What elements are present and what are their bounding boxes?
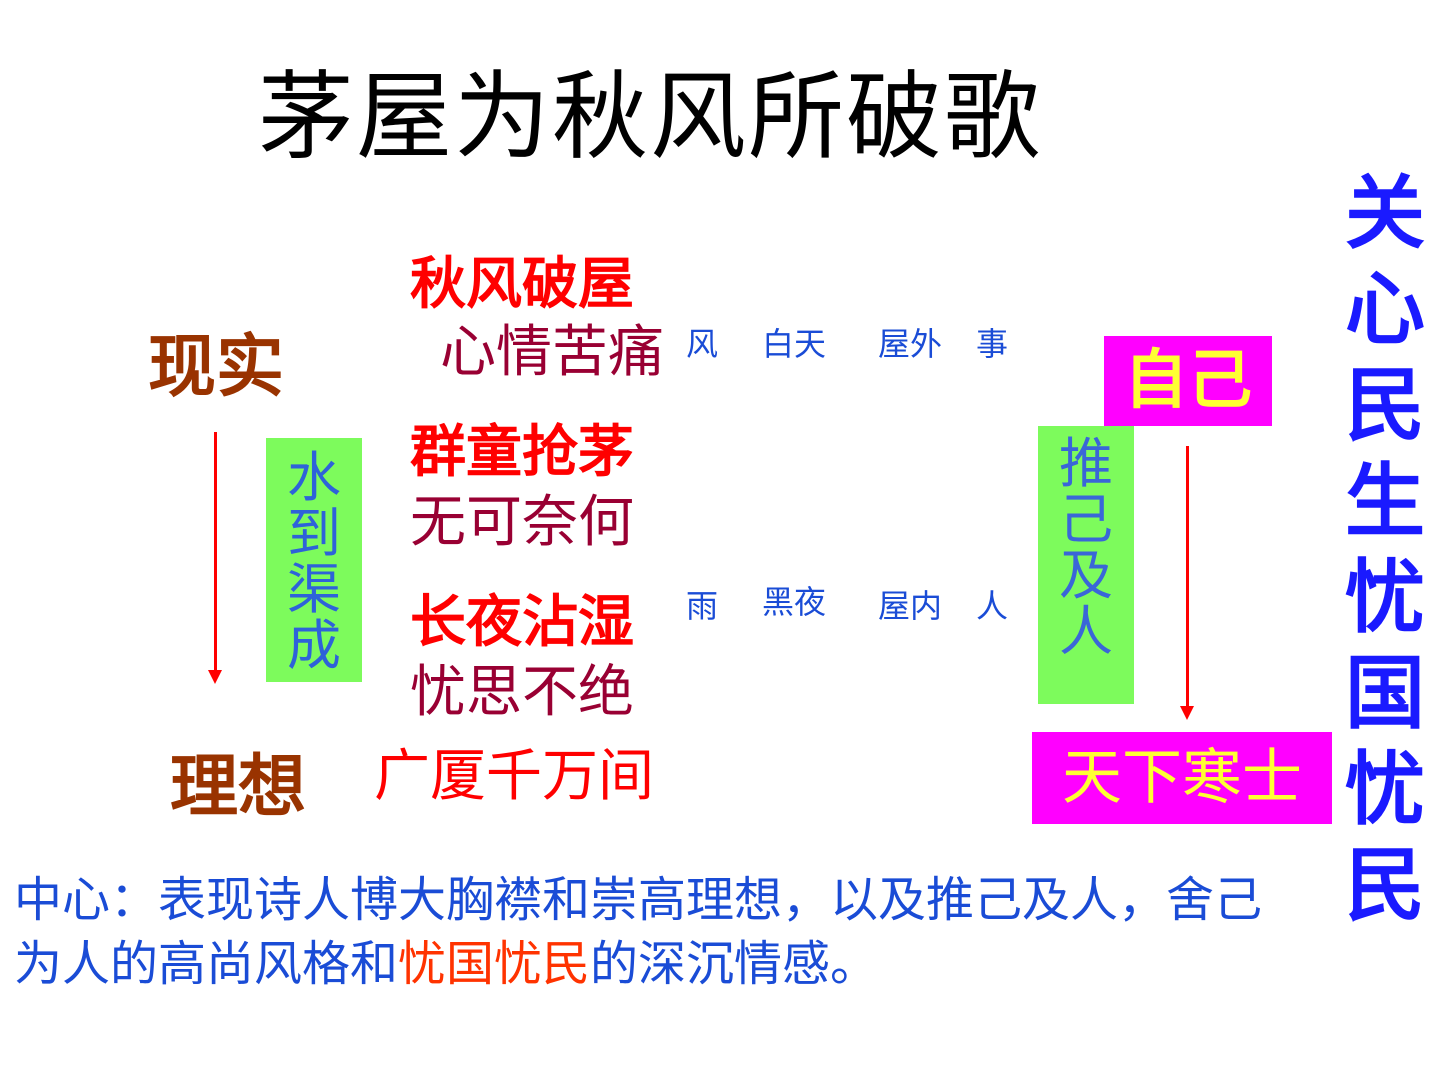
flow-char-3: 渠 xyxy=(287,558,341,621)
note-night: 黑夜 xyxy=(762,583,827,621)
flow-naturally-box: 水 到 渠 成 xyxy=(266,438,362,682)
flow-char-4: 成 xyxy=(287,614,341,677)
stanza-2-event: 群童抢茅 xyxy=(410,420,634,485)
stanza-2-feeling: 无可奈何 xyxy=(410,490,634,555)
right-vertical-text: 关 心 民 生 忧 国 忧 民 xyxy=(1340,166,1430,934)
stanza-3-event: 长夜沾湿 xyxy=(410,590,634,655)
note-matter: 事 xyxy=(976,325,1009,363)
right-char-1: 关 xyxy=(1345,167,1425,260)
right-char-6: 国 xyxy=(1345,647,1425,740)
right-char-2: 心 xyxy=(1345,263,1425,356)
extend-to-others-box: 推 己 及 人 xyxy=(1038,426,1134,704)
summary-part-2: 的深沉情感。 xyxy=(590,936,879,992)
left-arrow-head xyxy=(208,670,222,684)
right-char-8: 民 xyxy=(1345,839,1425,932)
note-indoors: 屋内 xyxy=(878,587,943,625)
stanza-3-feeling: 忧思不绝 xyxy=(410,660,634,725)
right-char-4: 生 xyxy=(1345,455,1425,548)
summary-highlight: 忧国忧民 xyxy=(398,936,591,992)
world-box: 天下寒士 xyxy=(1032,732,1332,824)
summary-part-1: 中心：表现诗人博大胸襟和崇高理想，以及推己及人，舍己为人的高尚风格和 xyxy=(14,872,1263,992)
summary-text: 中心：表现诗人博大胸襟和崇高理想，以及推己及人，舍己为人的高尚风格和忧国忧民的深… xyxy=(14,868,1274,996)
flow-char-2: 到 xyxy=(287,502,341,565)
stanza-1-event: 秋风破屋 xyxy=(410,252,634,317)
stanza-1-feeling: 心情苦痛 xyxy=(440,320,664,385)
right-char-5: 忧 xyxy=(1345,551,1425,644)
self-box: 自己 xyxy=(1104,336,1272,426)
extend-char-1: 推 xyxy=(1059,432,1113,495)
ideal-label: 理想 xyxy=(170,748,307,827)
note-people: 人 xyxy=(976,587,1009,625)
right-char-3: 民 xyxy=(1345,359,1425,452)
note-outdoors: 屋外 xyxy=(878,325,943,363)
right-char-7: 忧 xyxy=(1345,743,1425,836)
extend-char-2: 己 xyxy=(1059,488,1113,551)
right-arrow-shaft xyxy=(1186,446,1189,708)
note-wind: 风 xyxy=(686,325,719,363)
ideal-text: 广厦千万间 xyxy=(374,744,654,809)
flow-char-1: 水 xyxy=(287,446,341,509)
note-daytime: 白天 xyxy=(762,325,827,363)
reality-label: 现实 xyxy=(148,328,285,407)
extend-char-3: 及 xyxy=(1059,544,1113,607)
note-rain: 雨 xyxy=(686,587,719,625)
left-arrow-shaft xyxy=(214,432,217,672)
extend-char-4: 人 xyxy=(1059,600,1113,663)
right-arrow-head xyxy=(1180,706,1194,720)
page-title: 茅屋为秋风所破歌 xyxy=(258,61,1042,173)
